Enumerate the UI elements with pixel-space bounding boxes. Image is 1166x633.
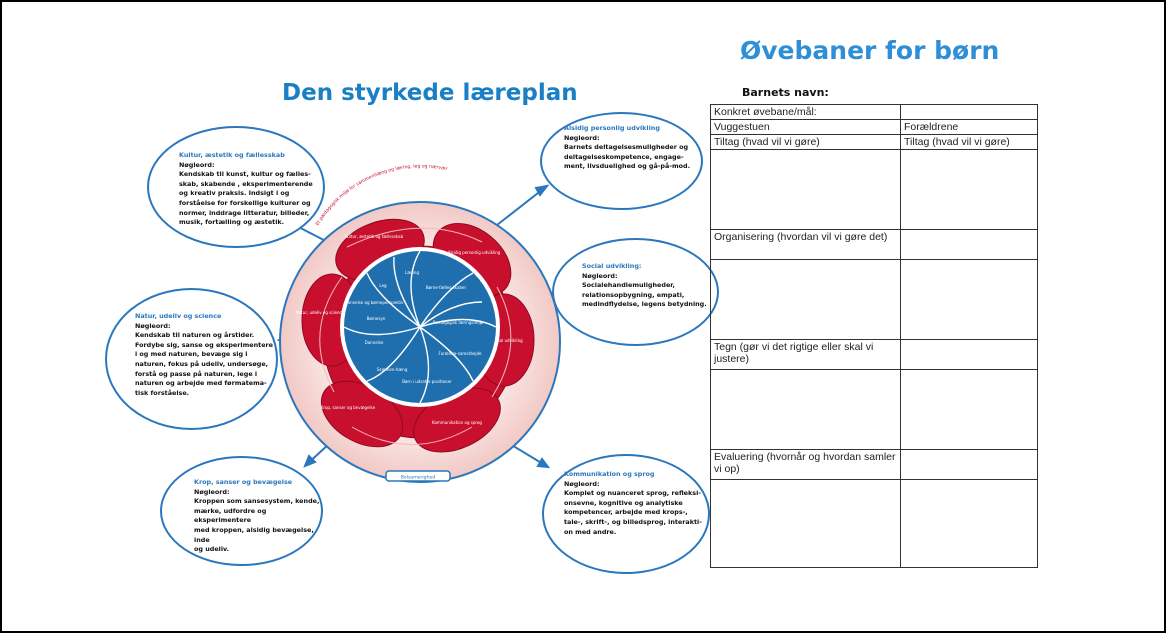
hub-label-paedagogisk: Pædagogisk læringsmiljø: [433, 320, 484, 325]
hub-label-boernesyn: Børnesyn: [367, 316, 386, 321]
petal-label-kultur: Kultur, æstetik og fællesskab: [345, 234, 404, 239]
bubble-keyword-label: Nøgleord:: [582, 271, 618, 280]
bubble-keyword-label: Nøgleord:: [135, 321, 171, 330]
hub-label-leg: Leg: [379, 283, 387, 288]
table-row: [710, 259, 1038, 340]
bubble-kultur: Kultur, æstetik og fællesskab Nøgleord: …: [147, 126, 325, 248]
bubble-body: Komplet og nuanceret sprog, refleksi- on…: [564, 489, 702, 536]
hub-label-boernefaellesskaber: Børne-fælles-skaber: [426, 285, 467, 290]
right-title: Øvebaner for børn: [740, 36, 1000, 65]
bubble-heading: Kommunikation og sprog: [564, 470, 655, 478]
bubble-heading: Natur, udeliv og science: [135, 312, 222, 320]
table-cell[interactable]: [900, 104, 1038, 120]
table-cell[interactable]: [900, 149, 1038, 230]
hub-label-foraeldre: Forældre-samarbejde: [439, 351, 482, 356]
arrowhead-alsidig: [534, 184, 550, 197]
table-row: Konkret øvebane/mål:: [710, 104, 1038, 120]
table-row: [710, 149, 1038, 230]
hub-label-sammenhaeng: Sammen-hæng: [377, 367, 408, 372]
bubble-keyword-label: Nøgleord:: [564, 133, 600, 142]
bottom-tab: [385, 470, 451, 482]
petal-label-alsidig: Alsidig personlig udvikling: [448, 250, 501, 255]
table-row: Vuggestuen Forældrene: [710, 119, 1038, 135]
table-cell[interactable]: [900, 449, 1038, 480]
hub-swirls: [343, 250, 497, 404]
bubble-alsidig: Alsidig personlig udvikling Nøgleord: Ba…: [540, 112, 703, 210]
bubble-body: Kroppen som sansesystem, kende, mærke, u…: [194, 497, 320, 554]
table-cell[interactable]: [710, 369, 901, 450]
arrowhead-kommunikation: [536, 457, 551, 469]
table-cell: Tiltag (hvad vil vi gøre): [710, 134, 901, 150]
table-cell[interactable]: [710, 479, 901, 568]
bubble-heading: Kultur, æstetik og fællesskab: [179, 151, 285, 159]
table-cell: Vuggestuen: [710, 119, 901, 135]
table-row: Organisering (hvordan vil vi gøre det): [710, 229, 1038, 260]
hub-label-dannelse-boerneperspektiv: Dannelse og børneperspektiv: [345, 300, 405, 305]
table-row: Evaluering (hvornår og hvordan samler vi…: [710, 449, 1038, 480]
hub-label-dannelse: Dannelse: [365, 340, 384, 345]
petal-label-social: Social udvikling: [491, 338, 523, 343]
bubble-krop: Krop, sanser og bevægelse Nøgleord: Krop…: [160, 456, 323, 566]
table-cell[interactable]: [900, 369, 1038, 450]
arrowhead-krop: [303, 454, 317, 468]
child-name-label: Barnets navn:: [742, 86, 829, 99]
bubble-body: Kendskab til naturen og årstider. Fordyb…: [135, 331, 274, 397]
bubble-social: Social udvikling: Nøgleord: Socialehandl…: [552, 238, 719, 346]
practice-form-table: Konkret øvebane/mål: Vuggestuen Forældre…: [710, 104, 1038, 568]
table-row: [710, 479, 1038, 568]
table-row: Tegn (gør vi det rigtige eller skal vi j…: [710, 339, 1038, 370]
left-title: Den styrkede læreplan: [282, 80, 578, 106]
bubble-heading: Krop, sanser og bevægelse: [194, 478, 293, 486]
bubble-natur: Natur, udeliv og science Nøgleord: Kends…: [105, 288, 278, 430]
hub-label-udsatte: Børn i udsatte positioner: [402, 379, 452, 384]
bottom-tab-label: Bolsamerighed: [401, 475, 436, 481]
table-row: Tiltag (hvad vil vi gøre) Tiltag (hvad v…: [710, 134, 1038, 150]
petal-label-krop: Krop, sanser og bevægelse: [321, 405, 376, 410]
table-cell[interactable]: [900, 479, 1038, 568]
hub-label-laering: Læring: [405, 270, 419, 275]
bubble-body: Barnets deltagelsesmuligheder og deltage…: [564, 143, 691, 171]
table-cell: Tegn (gør vi det rigtige eller skal vi j…: [710, 339, 901, 370]
table-cell[interactable]: [900, 339, 1038, 370]
table-cell: Evaluering (hvornår og hvordan samler vi…: [710, 449, 901, 480]
table-cell: Konkret øvebane/mål:: [710, 104, 901, 120]
bubble-body: Kendskab til kunst, kultur og fælles- sk…: [179, 170, 313, 227]
bubble-keyword-label: Nøgleord:: [194, 487, 230, 496]
table-cell[interactable]: [710, 149, 901, 230]
bubble-keyword-label: Nøgleord:: [179, 160, 215, 169]
table-cell: Organisering (hvordan vil vi gøre det): [710, 229, 901, 260]
table-cell: Forældrene: [900, 119, 1038, 135]
table-cell[interactable]: [900, 229, 1038, 260]
bubble-body: Socialehandlemuligheder, relationsopbygn…: [582, 281, 707, 309]
petal-label-kommunikation: Kommunikation og sprog: [432, 420, 482, 425]
petal-label-natur: Natur, udeliv og science: [296, 310, 345, 315]
bubble-heading: Alsidig personlig udvikling: [564, 124, 660, 132]
table-cell[interactable]: [710, 259, 901, 340]
table-row: [710, 369, 1038, 450]
petal-highlights: [319, 227, 512, 445]
bubble-keyword-label: Nøgleord:: [564, 479, 600, 488]
petal-labels: Kultur, æstetik og fællesskab Alsidig pe…: [296, 234, 523, 425]
table-cell[interactable]: [900, 259, 1038, 340]
hub-labels: Læring Børne-fælles-skaber Pædagogisk læ…: [345, 270, 484, 384]
table-cell: Tiltag (hvad vil vi gøre): [900, 134, 1038, 150]
bubble-heading: Social udvikling:: [582, 262, 642, 270]
bubble-kommunikation: Kommunikation og sprog Nøgleord: Komplet…: [542, 454, 710, 574]
hub-outline: [342, 249, 498, 405]
